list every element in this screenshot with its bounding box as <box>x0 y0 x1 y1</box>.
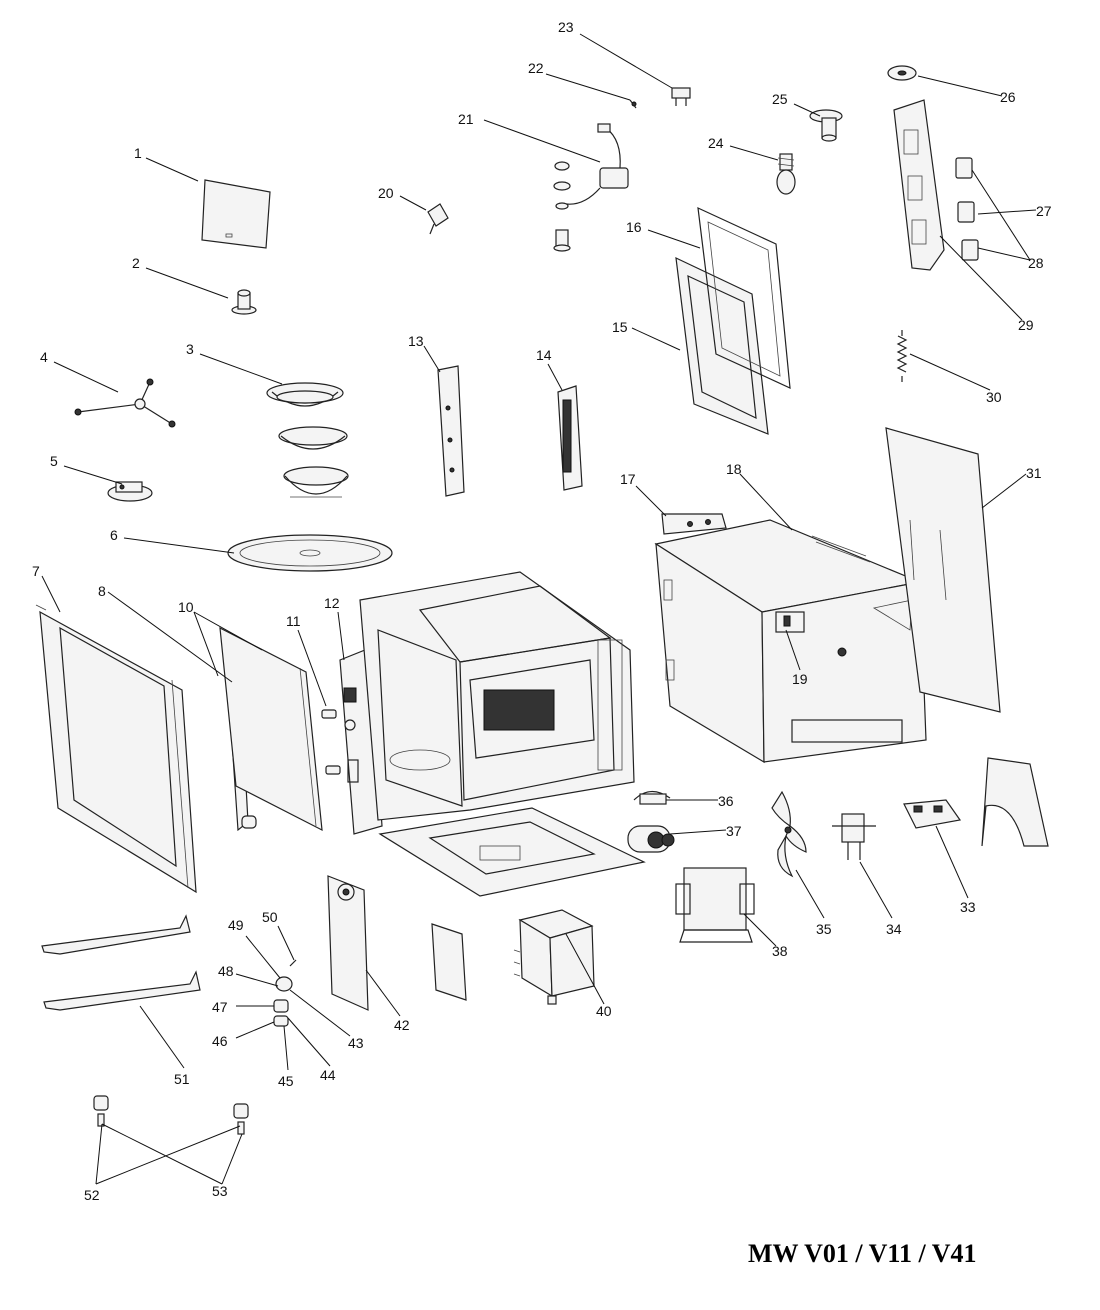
part-label-29: 29 <box>1018 317 1034 333</box>
part-13-control-board <box>437 365 465 497</box>
fan-duct <box>981 757 1049 847</box>
part-26-washer <box>887 65 917 81</box>
part-25-light-holder <box>809 109 843 142</box>
part-11-door-hooks <box>321 709 341 775</box>
part-label-18: 18 <box>726 461 742 477</box>
part-5-coupling <box>107 481 153 502</box>
model-code: MW V01 / V11 / V41 <box>748 1239 977 1268</box>
part-label-13: 13 <box>408 333 424 349</box>
part-label-2: 2 <box>132 255 140 271</box>
part-6-turntable <box>227 534 393 572</box>
part-7-door-frame <box>35 604 197 894</box>
part-label-50: 50 <box>262 909 278 925</box>
part-21-lamp-wiring <box>553 123 629 252</box>
part-40-magnetron <box>513 909 595 1005</box>
part-45-50-fasteners <box>273 959 297 1027</box>
part-label-43: 43 <box>348 1035 364 1051</box>
part-29-latch-board <box>893 99 945 271</box>
part-label-12: 12 <box>324 595 340 611</box>
small-bracket <box>431 923 467 1001</box>
part-drawings <box>35 65 1049 1135</box>
part-label-24: 24 <box>708 135 724 151</box>
part-34-motor <box>832 813 876 860</box>
part-label-26: 26 <box>1000 89 1016 105</box>
part-label-35: 35 <box>816 921 832 937</box>
part-label-27: 27 <box>1036 203 1052 219</box>
part-22-screw <box>629 99 637 109</box>
part-label-25: 25 <box>772 91 788 107</box>
part-31-back-panel <box>885 427 1001 713</box>
part-label-10: 10 <box>178 599 194 615</box>
part-label-52: 52 <box>84 1187 100 1203</box>
part-label-15: 15 <box>612 319 628 335</box>
part-label-20: 20 <box>378 185 394 201</box>
part-label-4: 4 <box>40 349 48 365</box>
part-label-34: 34 <box>886 921 902 937</box>
part-18-outer-casing <box>654 519 927 764</box>
part-label-6: 6 <box>110 527 118 543</box>
part-52-53-feet <box>93 1095 249 1135</box>
part-label-1: 1 <box>134 145 142 161</box>
base-plate <box>378 807 646 897</box>
part-20-thermostat <box>427 203 449 235</box>
part-16-door-choke <box>697 207 791 389</box>
part-label-17: 17 <box>620 471 636 487</box>
part-label-14: 14 <box>536 347 552 363</box>
part-label-16: 16 <box>626 219 642 235</box>
part-27-28-microswitches <box>955 157 979 261</box>
part-4-roller-ring <box>74 378 176 428</box>
part-1-cover-sheet <box>201 179 271 249</box>
part-24-lamp <box>776 153 796 195</box>
part-23-fuse-holder <box>671 87 691 106</box>
part-label-5: 5 <box>50 453 58 469</box>
part-label-36: 36 <box>718 793 734 809</box>
part-label-49: 49 <box>228 917 244 933</box>
part-label-30: 30 <box>986 389 1002 405</box>
part-label-21: 21 <box>458 111 474 127</box>
part-19-switch-bracket <box>775 611 805 633</box>
part-label-31: 31 <box>1026 465 1042 481</box>
part-label-38: 38 <box>772 943 788 959</box>
part-36-capacitor-clamp <box>633 790 671 805</box>
part-label-22: 22 <box>528 60 544 76</box>
part-label-46: 46 <box>212 1033 228 1049</box>
part-label-28: 28 <box>1028 255 1044 271</box>
part-label-47: 47 <box>212 999 228 1015</box>
part-42-mounting-plate <box>327 875 369 1011</box>
part-label-7: 7 <box>32 563 40 579</box>
part-30-spring <box>896 330 908 382</box>
part-37-capacitor <box>627 825 675 853</box>
part-10-door-panel <box>219 626 323 832</box>
part-label-48: 48 <box>218 963 234 979</box>
part-2-coupler <box>231 289 257 315</box>
part-3-dish-set <box>266 382 349 498</box>
part-label-45: 45 <box>278 1073 294 1089</box>
part-label-37: 37 <box>726 823 742 839</box>
part-number-labels: 1 2 3 4 5 6 7 8 10 11 12 13 14 15 16 17 … <box>32 19 1052 1203</box>
part-label-23: 23 <box>558 19 574 35</box>
oven-cavity-assembly <box>359 571 635 821</box>
part-label-19: 19 <box>792 671 808 687</box>
part-label-40: 40 <box>596 1003 612 1019</box>
part-14-keypad <box>557 385 583 491</box>
part-label-33: 33 <box>960 899 976 915</box>
part-label-53: 53 <box>212 1183 228 1199</box>
part-38-transformer <box>675 867 755 943</box>
part-33-module <box>903 799 962 829</box>
part-label-3: 3 <box>186 341 194 357</box>
part-51-latch-arms <box>41 914 201 1011</box>
part-35-fan-blade <box>771 790 807 878</box>
part-label-44: 44 <box>320 1067 336 1083</box>
part-label-11: 11 <box>286 613 301 629</box>
part-label-51: 51 <box>174 1071 190 1087</box>
leader-lines <box>41 33 1037 1185</box>
part-label-8: 8 <box>98 583 106 599</box>
part-label-42: 42 <box>394 1017 410 1033</box>
part-17-bracket <box>661 513 727 535</box>
